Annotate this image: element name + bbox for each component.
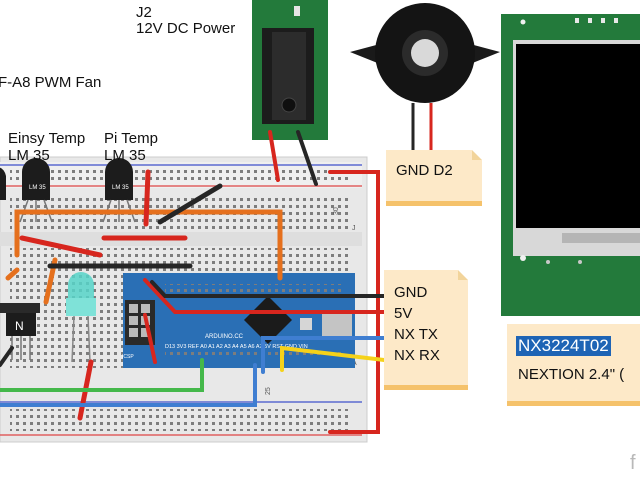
nano-bottom-pins: D13 3V3 REF A0 A1 A2 A3 A4 A5 A6 A7 5V R… — [165, 344, 308, 350]
buzzer-note-text: GND D2 — [396, 162, 453, 179]
einsy-temp-part: LM 35 — [8, 147, 50, 164]
lm35-edge-sensor — [0, 167, 6, 200]
breadboard-col-mark: 25 — [265, 387, 272, 395]
buzzer-note: GND D2 — [386, 150, 482, 206]
wires — [0, 130, 386, 434]
pi-temp-title: Pi Temp — [104, 130, 158, 147]
wire-red — [143, 313, 157, 364]
buzzer — [350, 3, 500, 150]
fan-label: F-A8 PWM Fan — [0, 74, 102, 91]
wire-red — [268, 130, 280, 182]
wire-green — [0, 358, 204, 392]
watermark: f — [630, 452, 636, 474]
wire-black — [157, 183, 223, 225]
breadboard-col-mark: 30 — [333, 207, 340, 215]
fan-driver-transistor — [0, 303, 40, 360]
wire-blue — [261, 336, 386, 374]
note-fold — [458, 270, 468, 280]
einsy-temp-title: Einsy Temp — [8, 130, 86, 147]
pi-sensor-marking: LM 35 — [112, 185, 129, 191]
display-model-name: NEXTION 2.4" ( — [518, 366, 625, 383]
pin-label-gnd: GND — [394, 284, 428, 301]
nano-brand: ARDUINO.CC — [205, 334, 244, 340]
fan-driver-marking: N — [15, 319, 24, 333]
note-fold — [472, 150, 482, 160]
wire-red — [143, 169, 151, 227]
breadboard-row-mark: J — [352, 225, 356, 232]
wire-yellow — [280, 345, 386, 372]
wire-red — [328, 170, 380, 434]
display-pins-note: GND 5V NX TX NX RX — [384, 270, 468, 390]
pin-label-nx-tx: NX TX — [394, 326, 438, 343]
nextion-display — [501, 14, 640, 316]
wire-black — [150, 280, 386, 298]
wire-black — [296, 130, 318, 186]
pi-temp-part: LM 35 — [104, 147, 146, 164]
wire-red — [19, 235, 103, 258]
wire-orange — [5, 267, 20, 281]
dc-power-jack — [252, 0, 328, 140]
nano-icsp-label: ICSP — [122, 354, 134, 360]
einsy-sensor-marking: LM 35 — [29, 185, 46, 191]
pin-label-nx-rx: NX RX — [394, 347, 440, 364]
display-model-note: NX3224T02 NEXTION 2.4" ( — [507, 324, 640, 406]
pin-label-5v: 5V — [394, 305, 413, 322]
j2-ref-label: J2 — [136, 4, 152, 21]
led — [66, 272, 96, 363]
wire-blue — [0, 363, 257, 407]
display-model-title: NX3224T02 — [516, 336, 611, 356]
j2-desc-label: 12V DC Power — [136, 20, 236, 37]
wire-red — [143, 278, 386, 314]
wire-black — [0, 346, 14, 367]
